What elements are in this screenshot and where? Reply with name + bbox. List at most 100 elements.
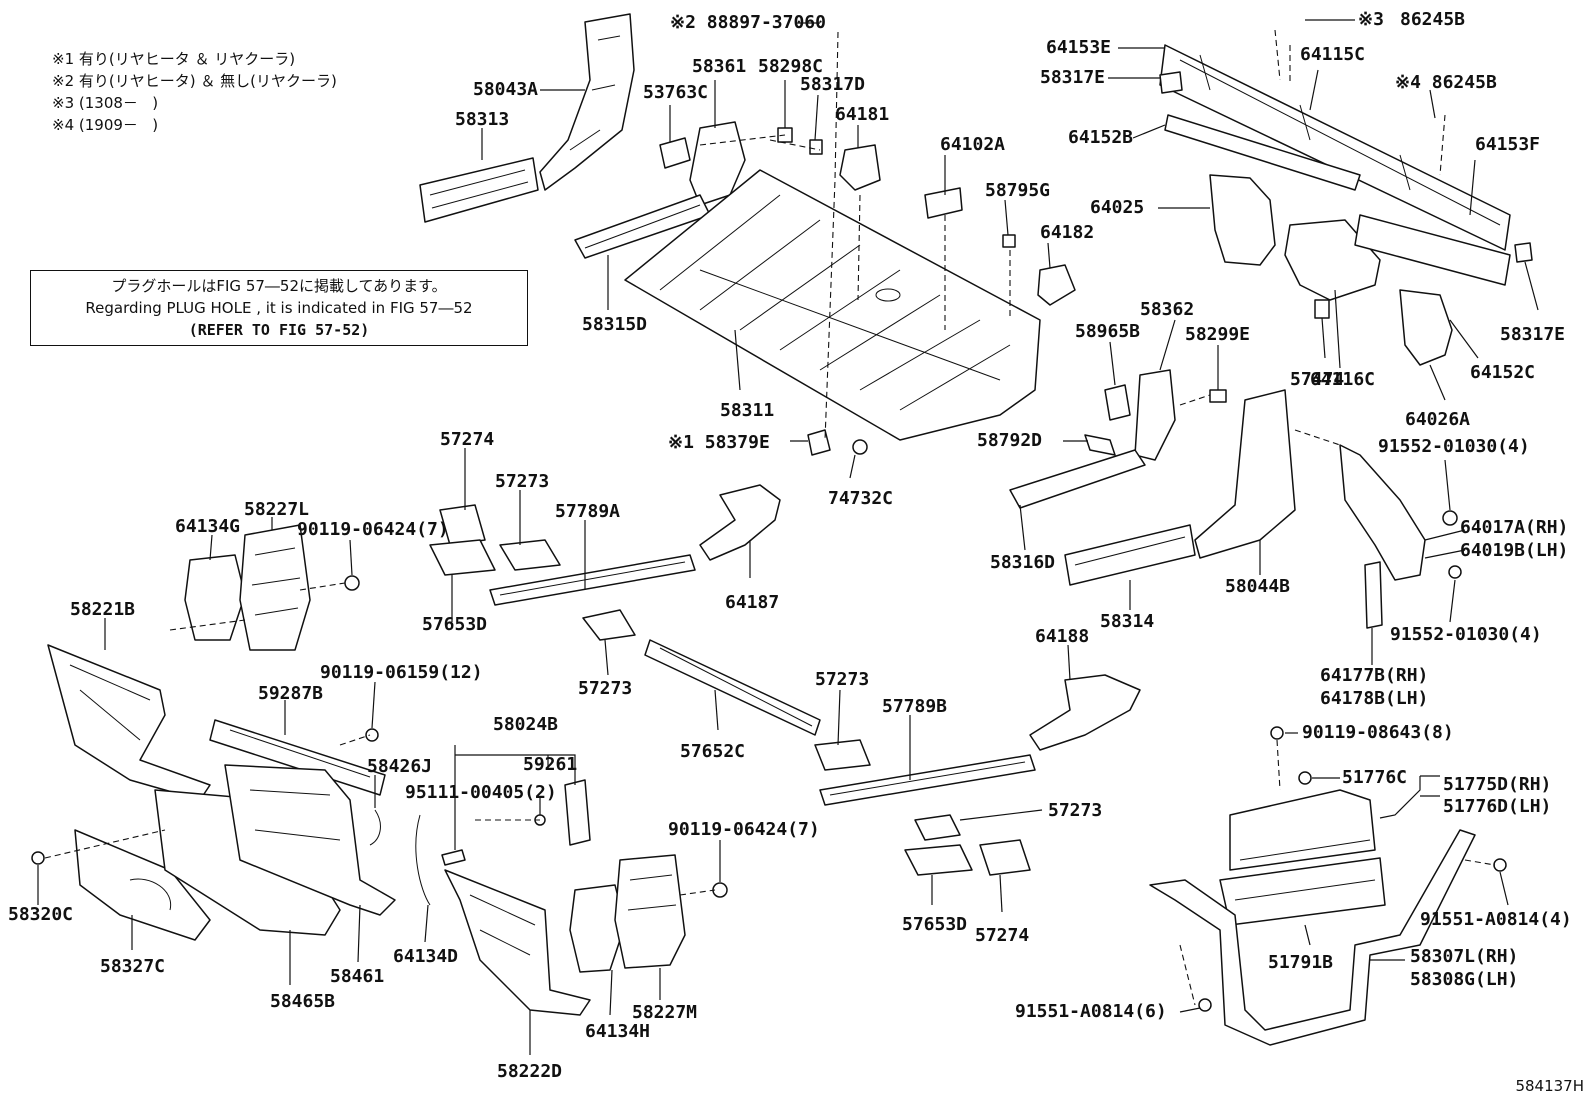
label-86245B-top[interactable]: 86245B — [1400, 9, 1465, 30]
part-58311[interactable] — [624, 169, 1041, 441]
part-57789A[interactable] — [489, 554, 696, 606]
label-57274-top[interactable]: 57274 — [440, 429, 494, 450]
label-64019B[interactable]: 64019B(LH) — [1460, 540, 1568, 561]
label-58221B[interactable]: 58221B — [70, 599, 135, 620]
part-58314[interactable] — [1064, 524, 1196, 586]
bolt-51776C[interactable] — [1298, 771, 1312, 785]
label-88897-37060[interactable]: ※2 88897-37060 — [670, 12, 826, 33]
bolt-58320C[interactable] — [31, 851, 45, 865]
label-64181[interactable]: 64181 — [835, 104, 889, 125]
part-58221B[interactable] — [47, 644, 211, 801]
label-91552-01030-a[interactable]: 91552-01030(4) — [1378, 436, 1530, 457]
part-58227L[interactable] — [239, 524, 311, 651]
part-57653D-top[interactable] — [429, 539, 496, 576]
part-58043A[interactable] — [539, 13, 635, 191]
part-57273-bottom[interactable] — [914, 814, 961, 841]
part-57273-right[interactable] — [814, 739, 871, 771]
part-58313[interactable] — [419, 157, 539, 223]
label-64115C[interactable]: 64115C — [1300, 44, 1365, 65]
part-58044B[interactable] — [1194, 389, 1296, 559]
part-57274-top[interactable] — [439, 504, 486, 546]
label-95111-00405[interactable]: 95111-00405(2) — [405, 782, 557, 803]
label-57652C[interactable]: 57652C — [680, 741, 745, 762]
part-57273-mid[interactable] — [582, 609, 636, 641]
label-58461[interactable]: 58461 — [330, 966, 384, 987]
label-91551-A0814-left[interactable]: 91551-A0814(6) — [1015, 1001, 1167, 1022]
part-64134D[interactable] — [415, 814, 431, 906]
label-58299E[interactable]: 58299E — [1185, 324, 1250, 345]
label-64116C[interactable]: 64116C — [1310, 369, 1375, 390]
label-58361[interactable]: 58361 — [692, 56, 746, 77]
part-57474[interactable] — [1314, 299, 1330, 319]
label-57653D-top[interactable]: 57653D — [422, 614, 487, 635]
label-90119-06424-bottom[interactable]: 90119-06424(7) — [668, 819, 820, 840]
part-58965B[interactable] — [1104, 384, 1131, 421]
label-64134H[interactable]: 64134H — [585, 1021, 650, 1042]
label-90119-06424-top[interactable]: 90119-06424(7) — [297, 519, 449, 540]
part-58317E-left[interactable] — [1159, 71, 1183, 94]
part-64187[interactable] — [699, 484, 781, 561]
part-64153F[interactable] — [1354, 214, 1511, 286]
label-58426J[interactable]: 58426J — [367, 756, 432, 777]
label-58965B[interactable]: 58965B — [1075, 321, 1140, 342]
part-64102A[interactable] — [924, 187, 963, 219]
label-91551-A0814-right[interactable]: 91551-A0814(4) — [1420, 909, 1572, 930]
label-58317D[interactable]: 58317D — [800, 74, 865, 95]
part-59287B[interactable] — [209, 719, 386, 796]
label-57273-mid[interactable]: 57273 — [578, 678, 632, 699]
bolt-90119-08643[interactable] — [1270, 726, 1284, 740]
label-86245B-note4[interactable]: ※4 86245B — [1395, 72, 1497, 93]
label-58314[interactable]: 58314 — [1100, 611, 1154, 632]
label-64026A[interactable]: 64026A — [1405, 409, 1470, 430]
label-64102A[interactable]: 64102A — [940, 134, 1005, 155]
label-51776C[interactable]: 51776C — [1342, 767, 1407, 788]
label-58298C[interactable]: 58298C — [758, 56, 823, 77]
label-64177B[interactable]: 64177B(RH) — [1320, 665, 1428, 686]
label-64153F[interactable]: 64153F — [1475, 134, 1540, 155]
part-58317D[interactable] — [809, 139, 823, 155]
label-58024B[interactable]: 58024B — [493, 714, 558, 735]
label-64017A[interactable]: 64017A(RH) — [1460, 517, 1568, 538]
label-91552-01030-b[interactable]: 91552-01030(4) — [1390, 624, 1542, 645]
label-58311[interactable]: 58311 — [720, 400, 774, 421]
label-58792D[interactable]: 58792D — [977, 430, 1042, 451]
label-58307L[interactable]: 58307L(RH) — [1410, 946, 1518, 967]
label-57273-top[interactable]: 57273 — [495, 471, 549, 492]
label-59261[interactable]: 59261 — [523, 754, 577, 775]
part-51775D[interactable] — [1229, 789, 1376, 871]
label-64182[interactable]: 64182 — [1040, 222, 1094, 243]
part-58317E-right[interactable] — [1514, 242, 1533, 263]
bolt-91551-A0814-right[interactable] — [1493, 858, 1507, 872]
part-64152B[interactable] — [1164, 114, 1361, 191]
label-58327C[interactable]: 58327C — [100, 956, 165, 977]
label-57474[interactable]: 57474 — [1290, 369, 1344, 390]
label-64178B[interactable]: 64178B(LH) — [1320, 688, 1428, 709]
part-64188[interactable] — [1029, 674, 1141, 751]
part-64181[interactable] — [839, 144, 881, 191]
label-58317E-right[interactable]: 58317E — [1500, 324, 1565, 345]
label-58315D[interactable]: 58315D — [582, 314, 647, 335]
label-64134G[interactable]: 64134G — [175, 516, 240, 537]
label-58317E-left[interactable]: 58317E — [1040, 67, 1105, 88]
part-64017A[interactable] — [1339, 444, 1426, 581]
part-58795G[interactable] — [1002, 234, 1016, 248]
label-64153E[interactable]: 64153E — [1046, 37, 1111, 58]
part-57273-top[interactable] — [499, 539, 561, 571]
label-57273-right[interactable]: 57273 — [815, 669, 869, 690]
label-58222D[interactable]: 58222D — [497, 1061, 562, 1082]
label-64134D[interactable]: 64134D — [393, 946, 458, 967]
part-64152C[interactable] — [1399, 289, 1453, 366]
part-53763C[interactable] — [659, 137, 691, 169]
part-64177B[interactable] — [1364, 561, 1383, 629]
label-58362[interactable]: 58362 — [1140, 299, 1194, 320]
label-53763C[interactable]: 53763C — [643, 82, 708, 103]
part-58461[interactable] — [224, 764, 396, 916]
part-58426J[interactable] — [369, 809, 381, 846]
part-58307L[interactable] — [1149, 829, 1476, 1046]
bolt-91552-01030-a[interactable] — [1442, 510, 1458, 526]
label-57789A[interactable]: 57789A — [555, 501, 620, 522]
label-51776D[interactable]: 51776D(LH) — [1443, 796, 1551, 817]
bolt-91551-A0814-left[interactable] — [1198, 998, 1212, 1012]
label-57274-bottom[interactable]: 57274 — [975, 925, 1029, 946]
bolt-90119-06424-top[interactable] — [344, 575, 360, 591]
